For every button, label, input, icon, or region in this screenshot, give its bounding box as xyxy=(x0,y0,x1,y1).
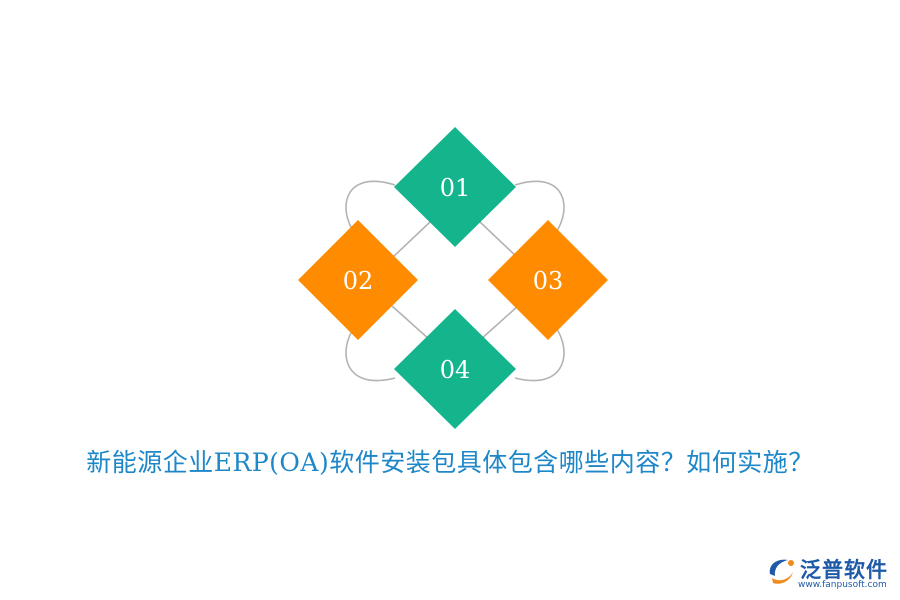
diamond-shape xyxy=(394,127,516,247)
brand-mark-icon xyxy=(769,559,794,584)
diamond-label: 01 xyxy=(440,174,471,202)
connector-line xyxy=(479,305,519,341)
diamond-01: 01 xyxy=(394,127,516,247)
diamond-label: 02 xyxy=(343,267,374,295)
diamond-label: 03 xyxy=(533,267,564,295)
brand-logo: 泛普软件 www.fanpusoft.com xyxy=(764,552,900,600)
diamond-02: 02 xyxy=(298,220,418,340)
connector-line xyxy=(391,221,431,259)
diamond-shape xyxy=(298,220,418,340)
connector-line xyxy=(391,305,431,341)
diamond-shape xyxy=(394,309,516,429)
diamond-shape xyxy=(488,220,608,340)
brand-url: www.fanpusoft.com xyxy=(798,580,887,590)
headline-title: 新能源企业ERP(OA)软件安装包具体包含哪些内容？如何实施？ xyxy=(86,448,814,477)
brand-name: 泛普软件 xyxy=(800,558,888,582)
diamond-04: 04 xyxy=(394,309,516,429)
diamond-03: 03 xyxy=(488,220,608,340)
connector-line xyxy=(479,221,519,259)
diamond-label: 04 xyxy=(440,356,471,384)
